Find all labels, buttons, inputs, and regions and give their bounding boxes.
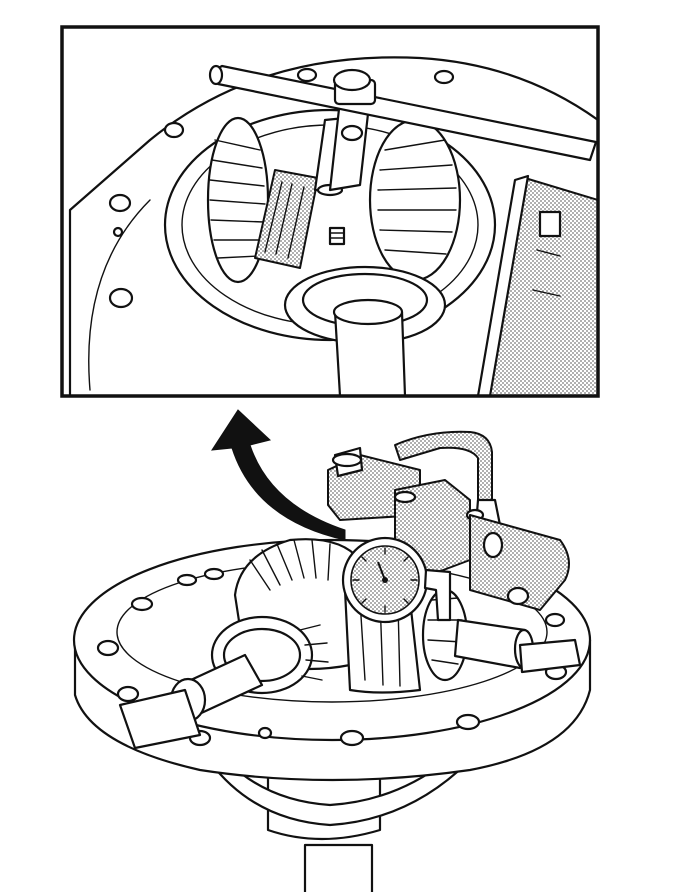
- inset-axle: [283, 265, 447, 396]
- differential-case-icon: [72, 538, 592, 892]
- dial-indicator-icon: [327, 430, 570, 624]
- curved-arrow-icon: [211, 409, 346, 541]
- case-hub: [203, 733, 472, 892]
- inset-pin: [328, 226, 346, 246]
- inset-bolt-holes: [108, 67, 455, 309]
- inset-gear-right: [368, 118, 462, 282]
- flange-bolt-holes: [96, 567, 568, 747]
- dial-face: [341, 536, 429, 624]
- inset-handle: [313, 94, 372, 197]
- case-side-gear-left: [118, 615, 329, 750]
- detail-view: [60, 25, 600, 398]
- pry-bar-icon: [208, 64, 598, 162]
- detail-view-frame: [60, 25, 600, 398]
- case-side-gear-right: [421, 588, 582, 682]
